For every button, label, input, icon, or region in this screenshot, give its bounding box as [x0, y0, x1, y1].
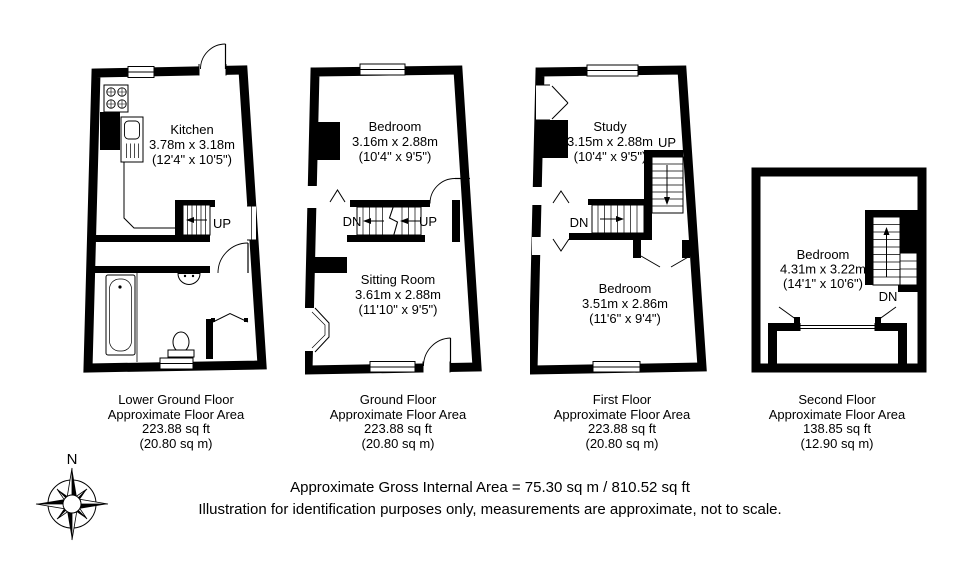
room-name: Bedroom — [797, 247, 850, 262]
area-label: Approximate Floor Area — [107, 406, 245, 422]
floorplan-first: UP DN Study 3.15m x 2.8 — [530, 64, 707, 375]
stairs-down-icon — [865, 210, 918, 292]
room-dims-metric: 3.51m x 2.86m — [582, 296, 668, 311]
room-dims-imperial: (11'6" x 9'4") — [589, 311, 661, 326]
room-name: Study — [593, 119, 627, 134]
bedroom-door-icon — [429, 177, 470, 204]
caption-second: Second Floor Approximate Floor Area 138.… — [727, 392, 947, 451]
window-icon — [799, 323, 876, 331]
window-icon — [369, 361, 416, 373]
window-icon — [159, 357, 194, 370]
area-sqm: (20.80 sq m) — [585, 435, 659, 451]
caption-first: First Floor Approximate Floor Area 223.8… — [512, 392, 732, 451]
room-dims-metric: 3.16m x 2.88m — [352, 134, 438, 149]
side-window-icon — [899, 252, 918, 286]
wall-pier — [542, 120, 568, 158]
eaves-access-icon — [768, 306, 907, 368]
floor-name: First Floor — [592, 392, 652, 407]
stairs-down-label: DN — [879, 289, 898, 304]
basin-icon — [177, 273, 201, 285]
floorplan-lower-ground: UP — [83, 43, 267, 373]
kitchen-counter — [123, 162, 175, 229]
chimney-breast — [313, 122, 340, 160]
caption-lower-ground: Lower Ground Floor Approximate Floor Are… — [66, 392, 286, 451]
stairs-down-label: DN — [343, 214, 362, 229]
area-label: Approximate Floor Area — [768, 406, 906, 422]
disclaimer: Illustration for identification purposes… — [198, 501, 782, 518]
wall-pier — [100, 112, 120, 150]
room-name: Bedroom — [599, 281, 652, 296]
interior-wall — [88, 266, 210, 273]
stairs-down-label: DN — [570, 215, 589, 230]
stairs-up-label: UP — [658, 135, 676, 150]
bay-window-icon — [305, 307, 330, 353]
floor-name: Second Floor — [798, 392, 876, 407]
compass-rose-icon: N — [35, 451, 109, 541]
stove-icon — [103, 84, 129, 113]
area-sqm: (20.80 sq m) — [139, 435, 213, 451]
room-dims-imperial: (12'4" x 10'5") — [152, 152, 232, 167]
side-window-icon — [247, 205, 256, 241]
area-sqft: 223.88 sq ft — [142, 421, 210, 437]
window-icon — [127, 66, 155, 78]
stairs-up-label: UP — [213, 216, 231, 231]
room-dims-metric: 3.15m x 2.88m — [567, 134, 653, 149]
floor-name: Lower Ground Floor — [118, 392, 234, 407]
room-dims-imperial: (10'4" x 9'5") — [574, 149, 647, 164]
area-sqft: 223.88 sq ft — [364, 421, 432, 437]
chimney-breast — [310, 257, 347, 273]
room-dims-metric: 3.61m x 2.88m — [355, 287, 441, 302]
area-sqft: 223.88 sq ft — [588, 421, 656, 437]
stairs-up-icon — [175, 200, 215, 236]
floor-name: Ground Floor — [359, 392, 437, 407]
door-icon — [422, 337, 452, 373]
room-dims-imperial: (10'4" x 9'5") — [359, 149, 432, 164]
wall-recess-icon — [532, 237, 570, 255]
floorplan-ground: DN UP Bedroom 3.16m x 2.88m (10'4" x 9'5… — [305, 63, 482, 375]
room-dims-metric: 4.31m x 3.22m — [780, 262, 866, 277]
window-icon — [359, 63, 406, 76]
wall-recess-icon — [307, 186, 346, 208]
stairs-up-label: UP — [419, 214, 437, 229]
door-icon — [536, 84, 569, 121]
staircase-icon — [347, 200, 460, 242]
gross-internal-area: Approximate Gross Internal Area = 75.30 … — [290, 479, 690, 496]
room-dims-imperial: (14'1" x 10'6") — [783, 276, 863, 291]
sink-icon — [120, 116, 144, 163]
stairs-down-icon — [569, 199, 652, 240]
bathroom-door-icon — [217, 242, 249, 274]
cupboard-doors-icon — [206, 312, 249, 359]
area-sqm: (20.80 sq m) — [361, 435, 435, 451]
double-door-icon — [633, 240, 691, 268]
window-icon — [592, 361, 641, 373]
caption-ground: Ground Floor Approximate Floor Area 223.… — [288, 392, 508, 451]
room-name: Bedroom — [369, 119, 422, 134]
bathtub-icon — [105, 273, 138, 362]
area-label: Approximate Floor Area — [553, 406, 691, 422]
compass-north-label: N — [67, 451, 78, 468]
room-name: Kitchen — [170, 122, 213, 137]
stairs-up-icon — [644, 150, 684, 240]
area-sqft: 138.85 sq ft — [803, 421, 871, 437]
room-dims-metric: 3.78m x 3.18m — [149, 137, 235, 152]
footer-notes: Approximate Gross Internal Area = 75.30 … — [0, 477, 980, 521]
room-name: Sitting Room — [361, 272, 435, 287]
floorplan-second: DN Bedroom 4.31m x 3.22m (14'1" x 10'6") — [751, 167, 927, 373]
entrance-door-icon — [198, 43, 227, 76]
area-sqm: (12.90 sq m) — [800, 435, 874, 451]
wall-recess-icon — [532, 187, 570, 205]
toilet-icon — [167, 331, 195, 358]
area-label: Approximate Floor Area — [329, 406, 467, 422]
room-dims-imperial: (11'10" x 9'5") — [359, 302, 438, 317]
window-icon — [586, 64, 639, 77]
interior-wall — [88, 235, 210, 242]
